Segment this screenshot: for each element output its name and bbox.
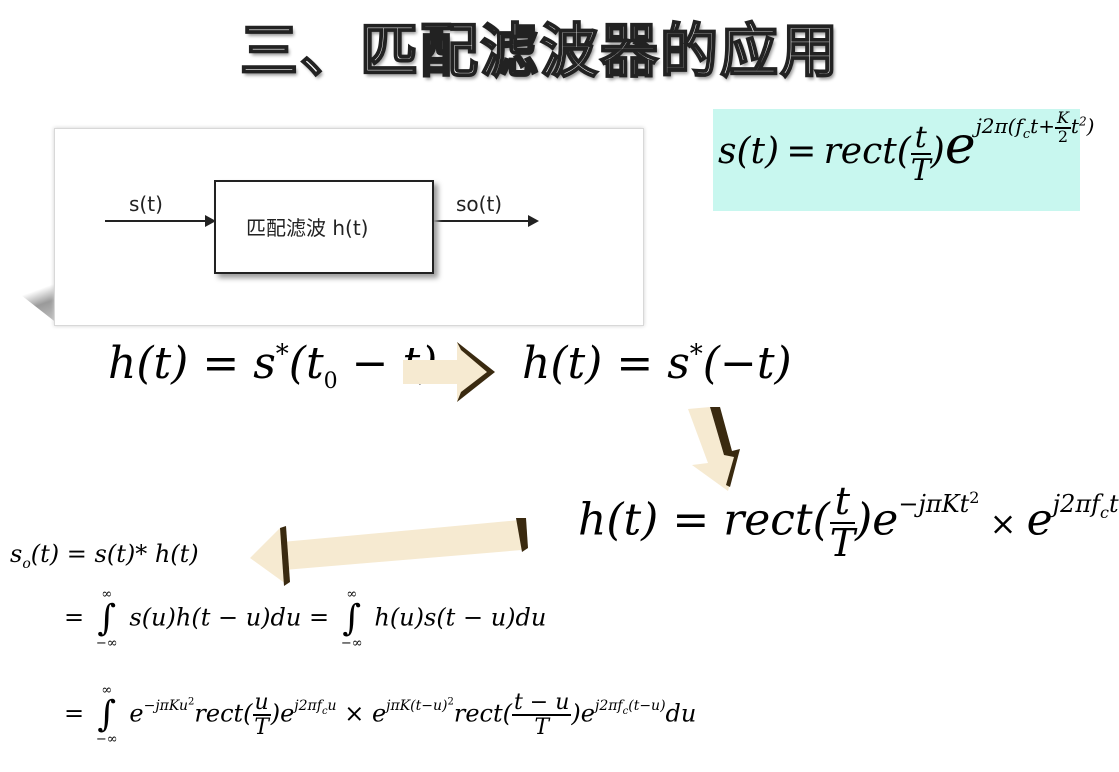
down-arrow-icon: [688, 407, 740, 491]
left-arrow-icon: [250, 518, 528, 586]
output-arrowhead: [528, 215, 539, 227]
slide-title: 三、匹配滤波器的应用: [239, 16, 840, 86]
output-line-1: so(t) = s(t)* h(t): [10, 540, 199, 572]
signal-definition-box: [713, 109, 1080, 211]
output-line-2: = ∞∫−∞ s(u)h(t − u)du = ∞∫−∞ h(u)s(t − u…: [64, 587, 547, 651]
right-arrow-icon: [403, 342, 495, 402]
input-arrowhead: [205, 215, 216, 227]
diagram-arrows: [105, 215, 539, 227]
matched-filter-block: [214, 180, 434, 274]
matched-filter-zero-delay: h(t) = s*(−t): [522, 338, 792, 389]
input-signal-label: s(t): [129, 192, 163, 216]
filter-block-label: 匹配滤波 h(t): [246, 216, 369, 240]
matched-filter-general: h(t) = s*(t0 − t): [108, 338, 437, 394]
output-signal-label: so(t): [456, 192, 503, 216]
